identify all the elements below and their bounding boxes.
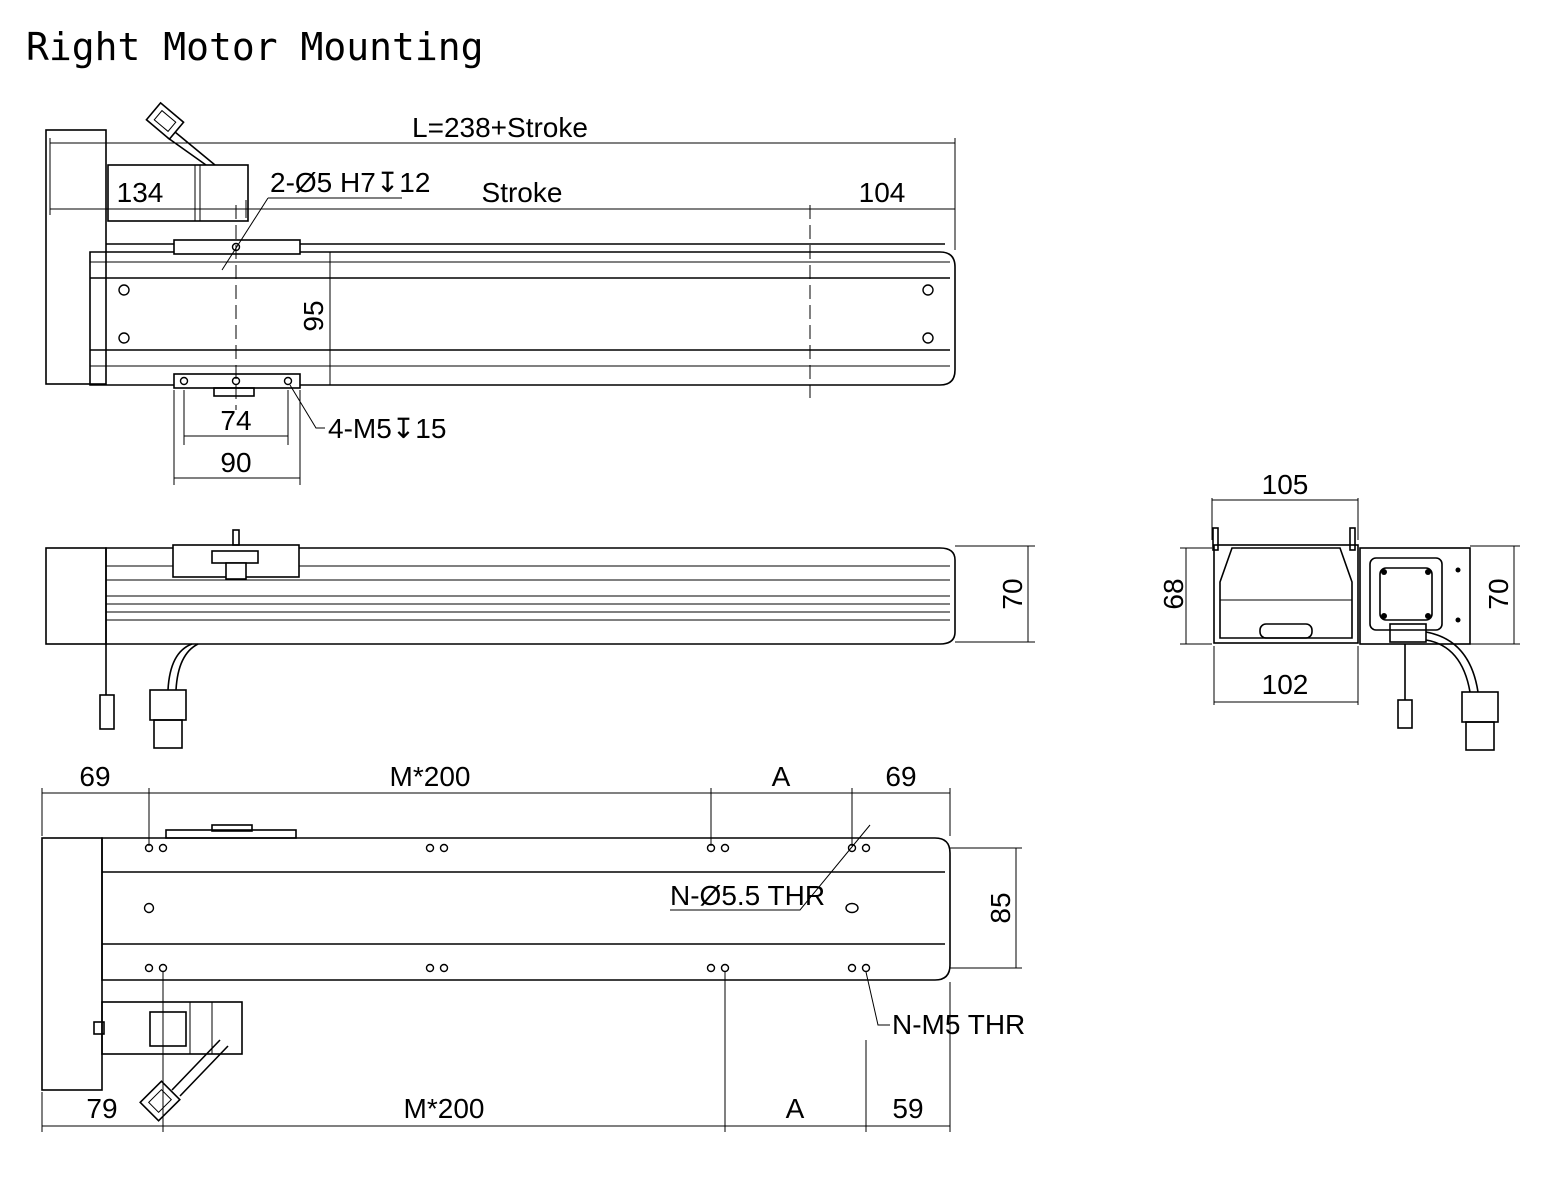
- side-view: 70: [45, 529, 1035, 749]
- motor-connector-top: [145, 101, 216, 166]
- bottom-a-label: A: [786, 1093, 805, 1124]
- motor-housing-side: [45, 547, 107, 645]
- overall-length-label: L=238+Stroke: [412, 112, 588, 143]
- motor-length-label: 134: [117, 177, 164, 208]
- rail-body-top: [89, 251, 956, 386]
- rail-screw: [922, 284, 934, 296]
- side-height-label: 70: [997, 578, 1028, 609]
- rail-body-side: [105, 547, 956, 645]
- drawing-title: Right Motor Mounting: [26, 25, 484, 69]
- end-length-label: 104: [859, 177, 906, 208]
- top-view: L=238+Stroke 134 Stroke 104 2-Ø5 H7↧12 9…: [45, 101, 956, 485]
- bottom-view: 69 M*200 A 69 N-Ø5.5 THR 85 N-M5 THR 79 …: [41, 761, 1025, 1132]
- end-view: 105 68 70 102: [1158, 469, 1520, 751]
- thread-hole-callout: N-M5 THR: [892, 1009, 1025, 1040]
- hole-spacing-label: 85: [985, 892, 1016, 923]
- end-motor-flange: [1359, 547, 1471, 645]
- end-motor-height-label: 70: [1483, 578, 1514, 609]
- motor-body-top: [107, 164, 249, 222]
- end-top-width-label: 105: [1262, 469, 1309, 500]
- motor-housing-top: [45, 129, 107, 385]
- top-a-label: A: [772, 761, 791, 792]
- end-bottom-width-label: 102: [1262, 669, 1309, 700]
- bottom-right-offset-label: 59: [892, 1093, 923, 1124]
- top-right-offset-label: 69: [885, 761, 916, 792]
- end-profile: [1213, 544, 1359, 644]
- top-pitch-label: M*200: [390, 761, 471, 792]
- slider-length-label: 90: [220, 447, 251, 478]
- rail-width-label: 95: [298, 300, 329, 331]
- motor-housing-bottom: [41, 837, 103, 1091]
- stroke-label: Stroke: [482, 177, 563, 208]
- slider-hole-pitch-label: 74: [220, 405, 251, 436]
- end-body-height-label: 68: [1158, 578, 1189, 609]
- bottom-left-offset-label: 79: [86, 1093, 117, 1124]
- rail-screw: [922, 332, 934, 344]
- slider-thread-callout: 4-M5↧15: [328, 413, 446, 444]
- motor-body-bottom: [101, 1001, 243, 1055]
- encoder-connector: [99, 694, 115, 730]
- motor-connector-side: [149, 689, 187, 721]
- pin-hole-callout: 2-Ø5 H7↧12: [270, 167, 430, 198]
- motor-connector-bottom: [139, 1039, 229, 1122]
- through-hole-callout: N-Ø5.5 THR: [670, 880, 825, 911]
- rail-screw: [118, 332, 130, 344]
- rail-body-bottom: [101, 837, 951, 981]
- top-left-offset-label: 69: [79, 761, 110, 792]
- bottom-pitch-label: M*200: [404, 1093, 485, 1124]
- rail-screw: [118, 284, 130, 296]
